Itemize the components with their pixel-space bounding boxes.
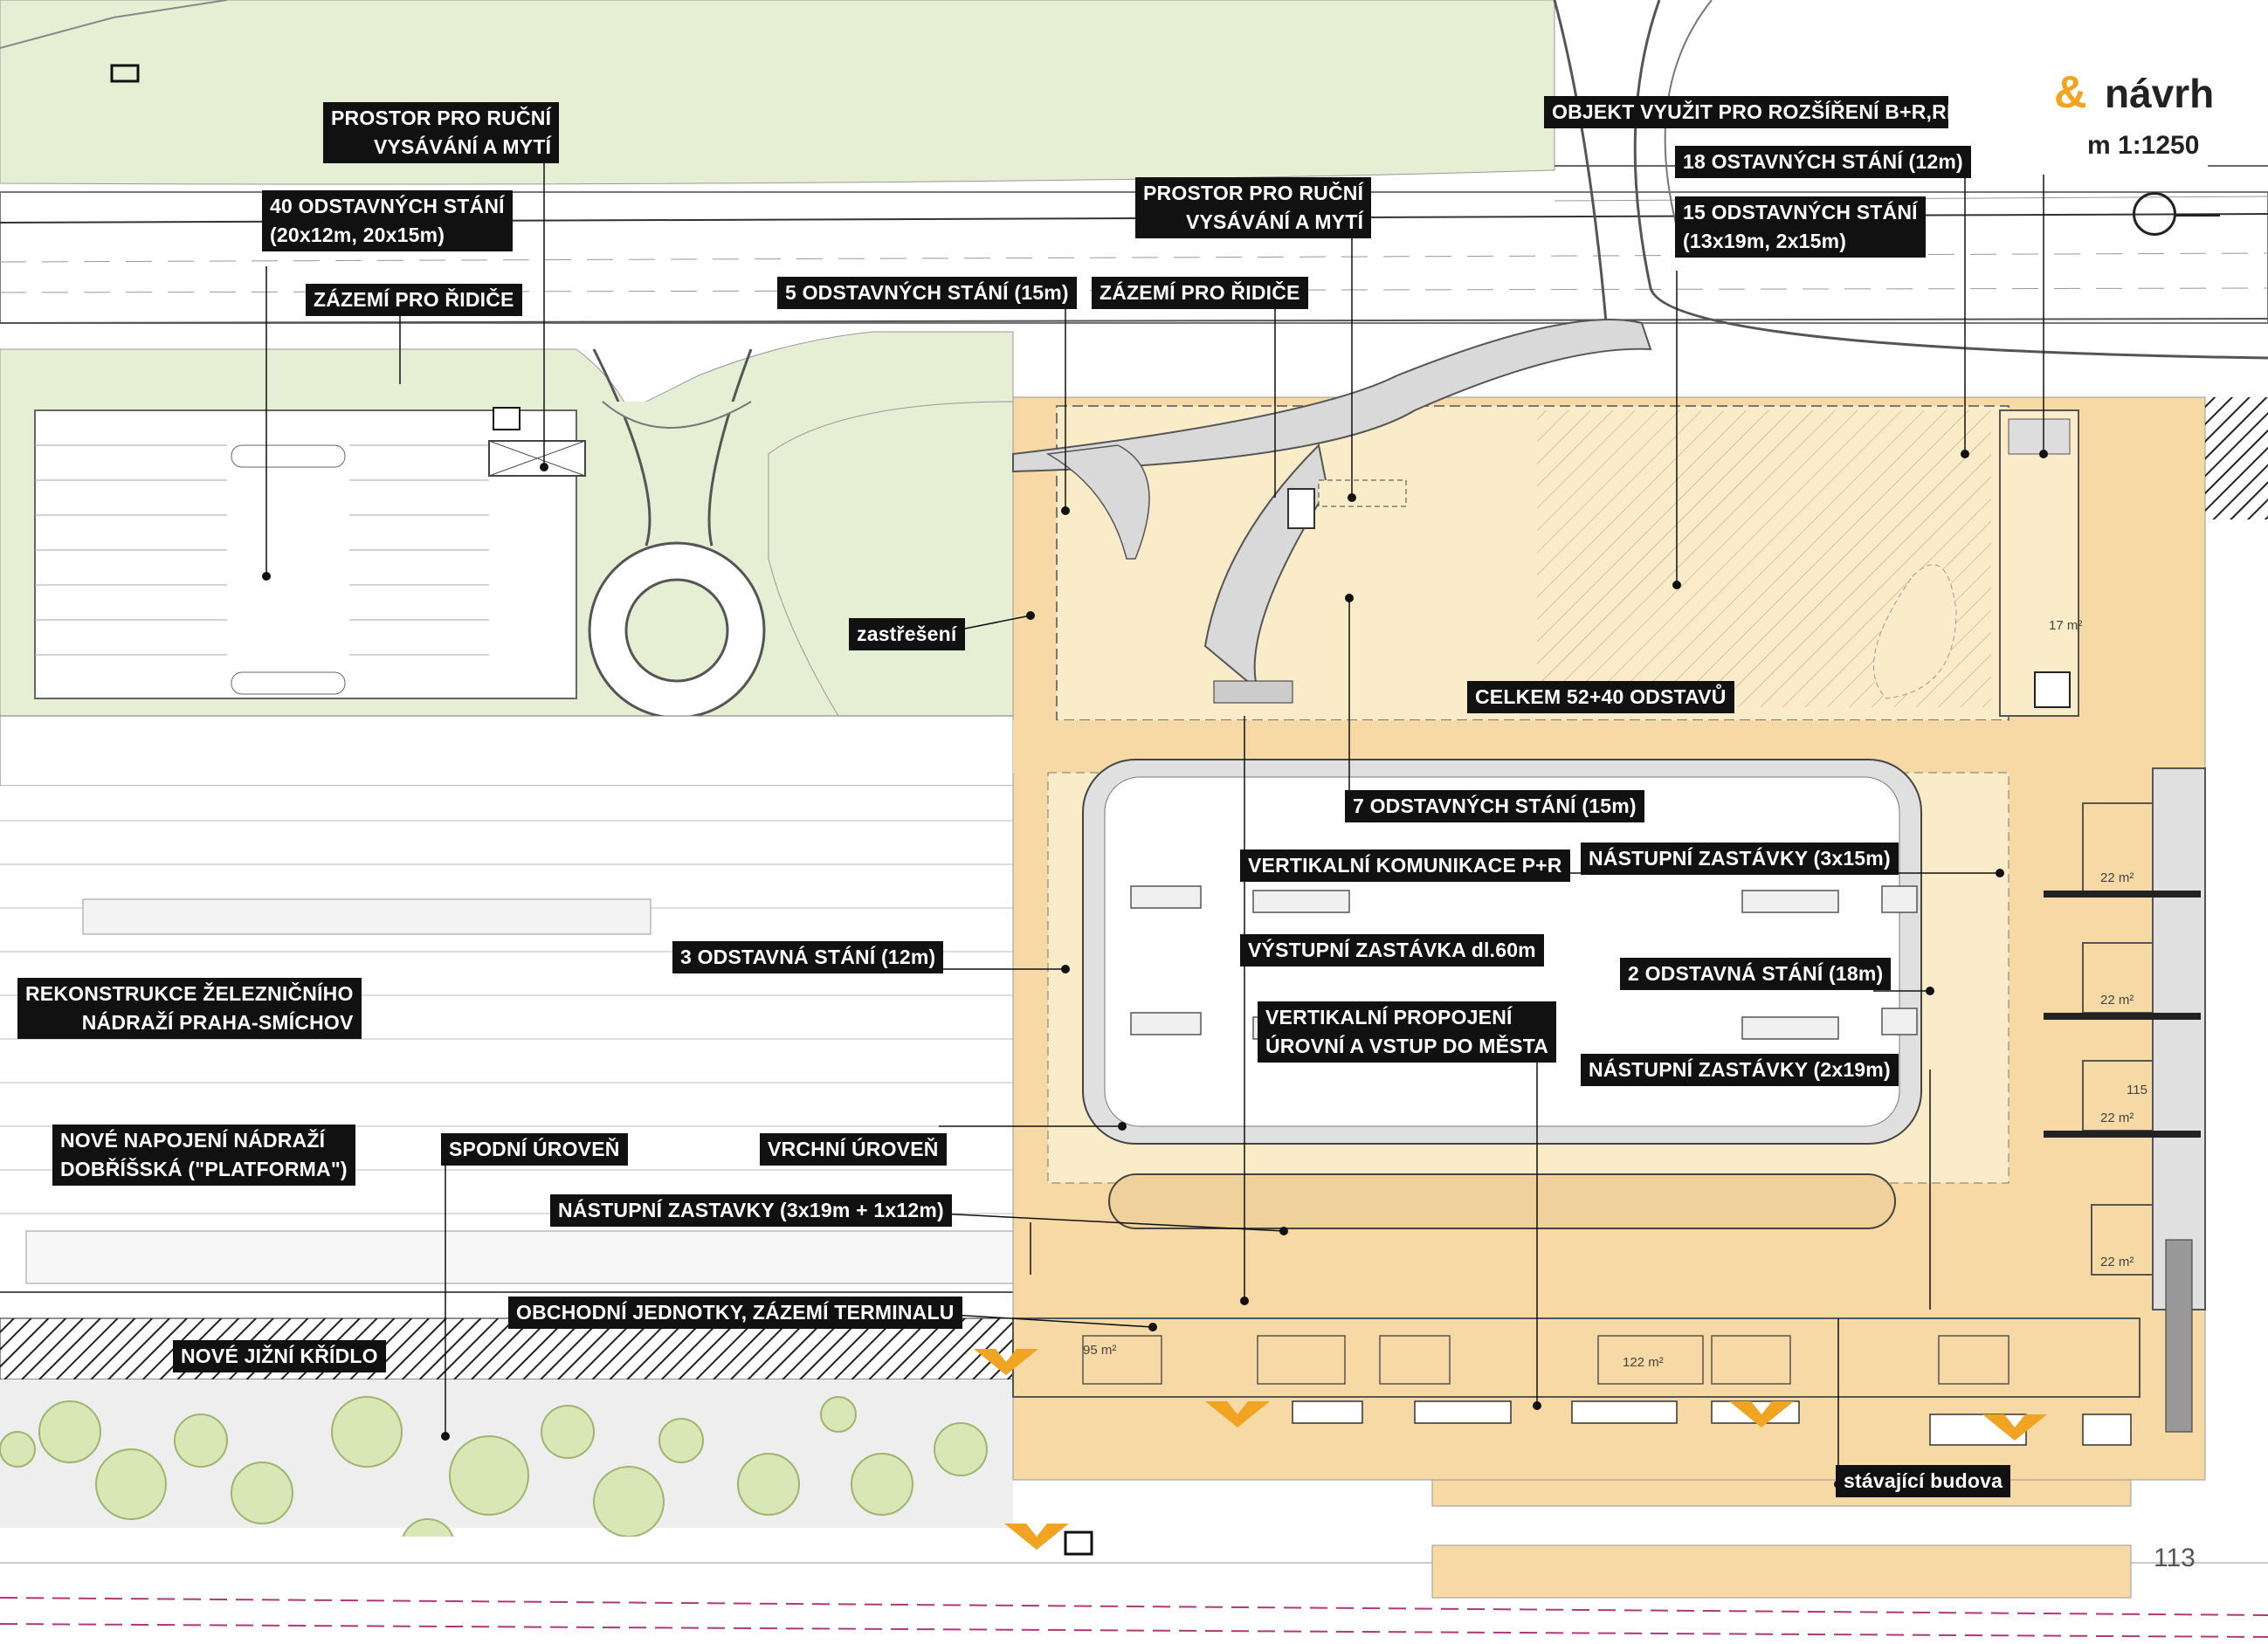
title-text: návrh <box>2105 71 2215 116</box>
label-vertikalni-propojeni: VERTIKALNÍ PROPOJENÍ ÚROVNÍ A VSTUP DO M… <box>1258 1001 1557 1063</box>
label-nove-jizni: NOVÉ JIŽNÍ KŘÍDLO <box>173 1340 386 1372</box>
label-prostor-rucni-2: PROSTOR PRO RUČNÍ VYSÁVÁNÍ A MYTÍ <box>1135 177 1372 238</box>
north-arrow-icon <box>2133 192 2176 236</box>
label-zazemi-ridice-2: ZÁZEMÍ PRO ŘIDIČE <box>1092 277 1308 309</box>
area-tag: 115 <box>2127 1083 2147 1097</box>
label-vrchni: VRCHNÍ ÚROVEŇ <box>760 1133 947 1166</box>
area-tag: 22 m² <box>2100 1255 2134 1269</box>
label-objekt-vyuzit: OBJEKT VYUŽIT PRO ROZŠÍŘENÍ B+R,RET <box>1544 96 1948 128</box>
label-obchodni: OBCHODNÍ JEDNOTKY, ZÁZEMÍ TERMINALU <box>508 1297 962 1329</box>
area-tag: 22 m² <box>2100 993 2134 1008</box>
label-15-stani: 15 ODSTAVNÝCH STÁNÍ (13x19m, 2x15m) <box>1675 196 1926 258</box>
label-nastupni-3x15: NÁSTUPNÍ ZASTÁVKY (3x15m) <box>1581 843 1899 875</box>
label-prostor-rucni-1: PROSTOR PRO RUČNÍ VYSÁVÁNÍ A MYTÍ <box>323 102 560 163</box>
label-2-odstavna: 2 ODSTAVNÁ STÁNÍ (18m) <box>1620 958 1892 990</box>
label-zazemi-ridice-1: ZÁZEMÍ PRO ŘIDIČE <box>306 284 522 316</box>
label-18-stani: 18 OSTAVNÝCH STÁNÍ (12m) <box>1675 146 1971 178</box>
page-number: 113 <box>2154 1544 2196 1572</box>
label-vystupni: VÝSTUPNÍ ZASTÁVKA dl.60m <box>1240 934 1544 966</box>
area-tag: 22 m² <box>2100 870 2134 885</box>
label-nove-napojeni: NOVÉ NAPOJENÍ NÁDRAŽÍ DOBŘÍŠSKÁ ("PLATFO… <box>52 1125 355 1186</box>
label-nastupni-3x19: NÁSTUPNÍ ZASTAVKY (3x19m + 1x12m) <box>550 1194 952 1227</box>
area-tag: 22 m² <box>2100 1111 2134 1125</box>
label-vertikalni-komunikace: VERTIKALNÍ KOMUNIKACE P+R <box>1240 850 1570 882</box>
scale-label: m 1:1250 <box>2087 131 2200 160</box>
area-tag: 17 m² <box>2049 618 2083 633</box>
service-building <box>1999 409 2079 717</box>
label-3-odstavna: 3 ODSTAVNÁ STÁNÍ (12m) <box>672 941 944 973</box>
label-nastupni-2x19: NÁSTUPNÍ ZASTÁVKY (2x19m) <box>1581 1054 1899 1086</box>
metro-m-logo-icon <box>974 1349 2047 1550</box>
label-rekonstrukce: REKONSTRUKCE ŽELEZNIČNÍHO NÁDRAŽÍ PRAHA-… <box>17 978 362 1039</box>
label-stavajici: stávající budova <box>1836 1465 2011 1497</box>
title-ampersand: & <box>2054 67 2087 118</box>
area-tag: 122 m² <box>1623 1355 1664 1370</box>
commercial-units <box>1012 1317 2140 1398</box>
ramp <box>1012 319 1652 473</box>
label-celkem: CELKEM 52+40 ODSTAVŮ <box>1467 681 1734 713</box>
label-7-stani: 7 ODSTAVNÝCH STÁNÍ (15m) <box>1345 790 1644 822</box>
label-40-odstavnych: 40 ODSTAVNÝCH STÁNÍ (20x12m, 20x15m) <box>262 190 513 251</box>
label-zastreseni: zastřešení <box>849 618 965 650</box>
green-strip-top <box>0 0 1555 185</box>
label-spodni: SPODNÍ ÚROVEŇ <box>441 1133 628 1166</box>
label-5-stani: 5 ODSTAVNÝCH STÁNÍ (15m) <box>777 277 1077 309</box>
area-tag: 95 m² <box>1083 1343 1117 1358</box>
north-arrow-line <box>2175 214 2220 217</box>
title-block <box>1946 61 2208 175</box>
